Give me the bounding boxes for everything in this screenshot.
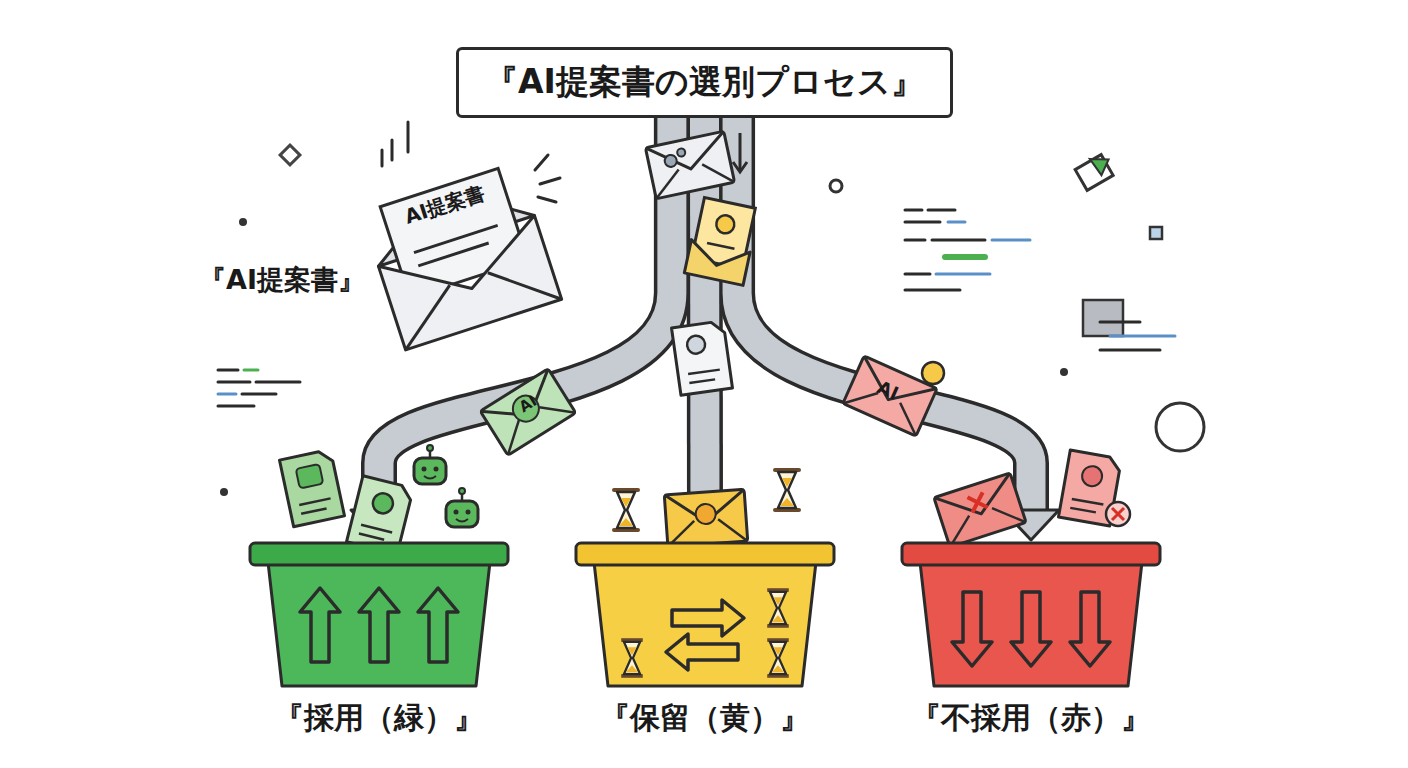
sort-basket: 『保留（黄）』 — [574, 540, 836, 740]
title-text: 『AI提案書の選別プロセス』 — [485, 60, 924, 105]
basket-label: 『保留（黄）』 — [574, 698, 836, 739]
basket-label: 『採用（緑）』 — [248, 698, 510, 739]
sort-basket: 『採用（緑）』 — [248, 540, 510, 740]
chute-connector-fill — [737, 118, 1031, 512]
chute-connector-fill — [379, 118, 672, 512]
sort-basket: 『不採用（赤）』 — [900, 540, 1162, 740]
chute-connector — [379, 118, 672, 512]
basket-label: 『不採用（赤）』 — [900, 698, 1162, 739]
basket-shape — [248, 540, 510, 690]
basket-shape — [574, 540, 836, 690]
chute-connector — [737, 118, 1031, 512]
title-box: 『AI提案書の選別プロセス』 — [456, 47, 953, 118]
chute-fill — [379, 118, 1031, 512]
caption-label: 『AI提案書』 — [199, 262, 365, 298]
basket-shape — [900, 540, 1162, 690]
chute-outline — [379, 118, 1031, 512]
